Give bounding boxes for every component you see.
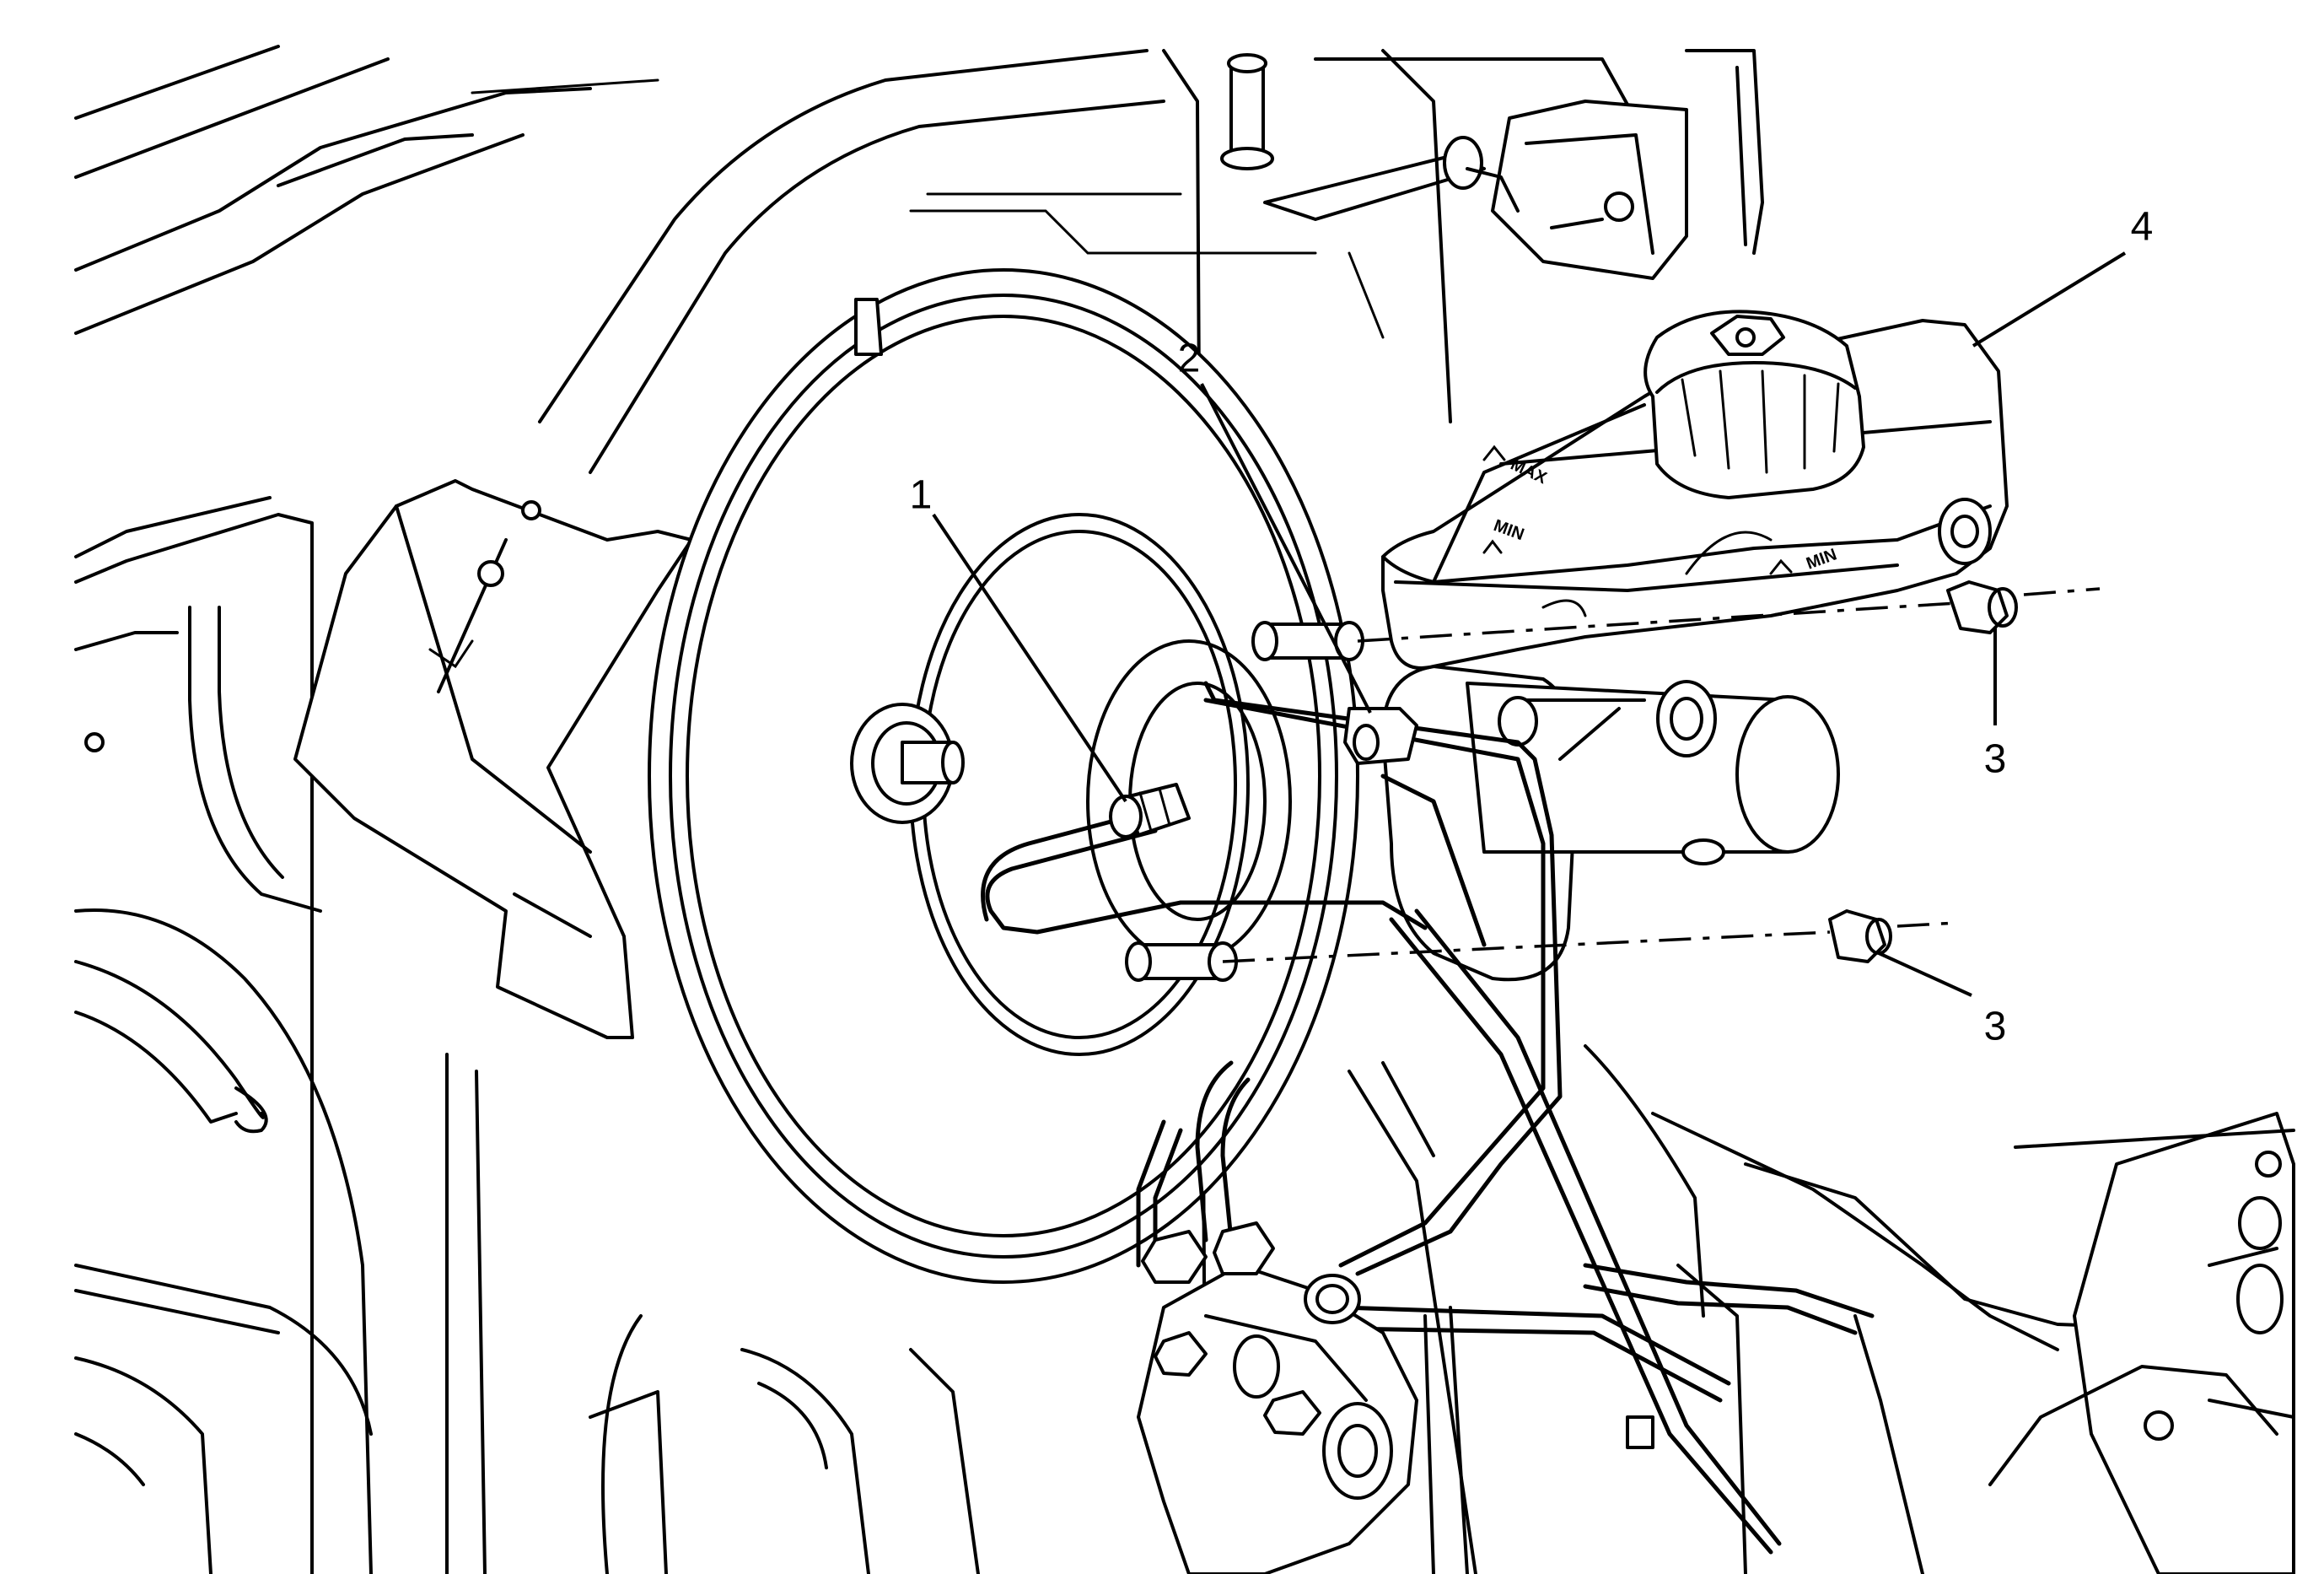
lower-valve-bracket [1137,1221,1654,1574]
callout-2: 2 [1178,337,1201,381]
pipe-bracket [1343,707,1418,765]
leader-1 [932,513,1127,803]
mounting-nut-upper [1946,580,2018,634]
brake-pipe-fitting [1109,783,1191,838]
min-arrow-left [1482,539,1503,554]
leader-4 [1972,251,2127,348]
min-arrow-right [1769,558,1793,575]
callout-leaders [932,251,2127,997]
leader-3-lower [1878,951,1972,997]
callout-3-upper: 3 [1984,737,2007,782]
max-arrow [1482,445,1506,461]
callout-labels: 1 2 3 3 4 [910,205,2154,1049]
brake-fluid-reservoir: MAX MIN MIN [1381,310,2009,670]
leader-2 [1200,383,1372,714]
brake-booster [648,268,1359,1284]
body-structure [74,45,2295,1574]
reservoir-cap [1643,310,1865,499]
master-cylinder [1381,665,1840,982]
callout-1: 1 [910,473,933,518]
callout-4: 4 [2131,205,2154,250]
callout-3-lower: 3 [1984,1005,2007,1049]
booster-stud-left [850,703,965,824]
installation-lines [1222,587,2101,963]
